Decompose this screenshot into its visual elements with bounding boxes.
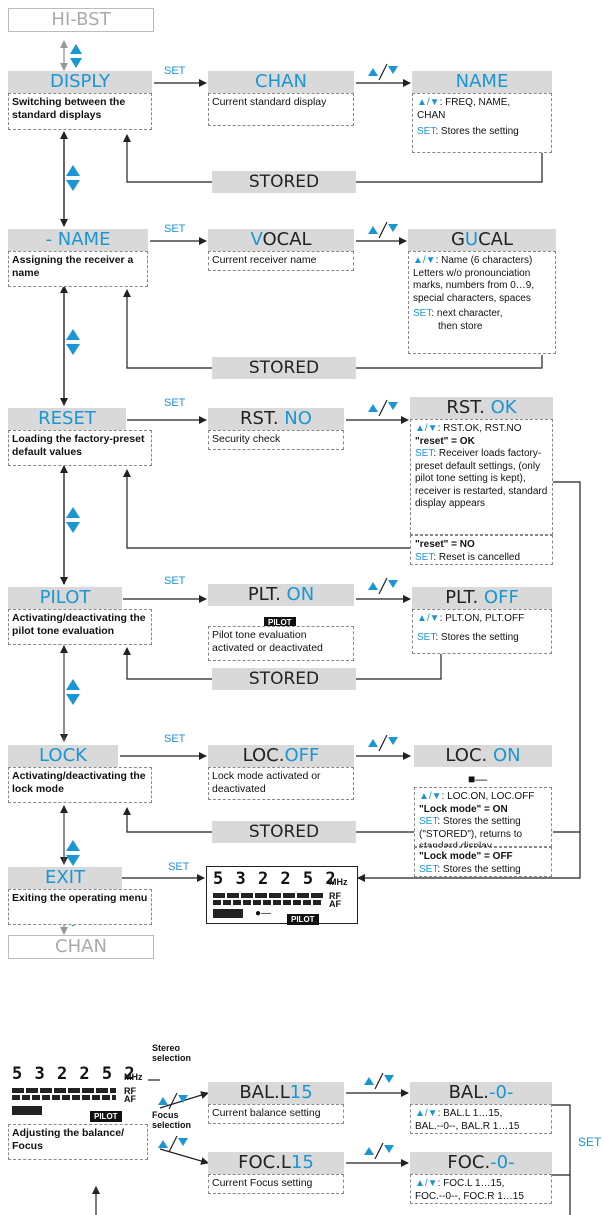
- exit-description: Exiting the operating menu: [8, 889, 152, 925]
- disply-description: Switching between the standard displays: [8, 93, 152, 130]
- pilot-description: Activating/deactivating the pilot tone e…: [8, 609, 152, 645]
- key-icon: ■—: [468, 772, 488, 786]
- lock-option-detail: ▲/▼: LOC.ON, LOC.OFF "Lock mode" = ON SE…: [414, 787, 552, 852]
- lock-off-detail: "Lock mode" = OFF SET: Stores the settin…: [414, 847, 552, 877]
- name-option-title: NAME: [412, 71, 552, 93]
- set-label: SET: [168, 861, 190, 873]
- af-bar: [213, 900, 323, 905]
- foc-option-title: FOC.-0-: [410, 1152, 552, 1174]
- set-label: SET: [164, 575, 186, 587]
- rst-no-title: RST. NO: [208, 408, 344, 430]
- chan-current-title: CHAN: [208, 71, 354, 93]
- pilot-option-detail: ▲/▼: PLT.ON, PLT.OFF SET: Stores the set…: [412, 609, 552, 654]
- up-down-icon: ▲/▼: [417, 97, 440, 108]
- hi-bst-state: HI-BST: [8, 8, 154, 32]
- lock-description: Activating/deactivating the lock mode: [8, 767, 152, 803]
- plt-on-title: PLT. ON: [208, 584, 354, 606]
- stored-pilot: STORED: [212, 668, 356, 690]
- plt-off-title: PLT. OFF: [412, 587, 552, 609]
- set-label-balance: SET: [578, 1135, 602, 1149]
- standard-display: 5 3 2 2 5 2 MHz RF AF ●— PILOT: [206, 866, 358, 925]
- stored-name: STORED: [212, 357, 356, 379]
- reset-description: Loading the factory-preset default value…: [8, 430, 152, 466]
- disply-option-detail: ▲/▼: FREQ, NAME, CHAN SET: Stores the se…: [412, 93, 552, 153]
- rf-bar: [213, 893, 323, 898]
- balance-description: Adjusting the balance/ Focus: [8, 1124, 148, 1160]
- chan-current-desc: Current standard display: [208, 93, 354, 126]
- balance-display: 5 3 2 2 5 2 MHz RF AF PILOT: [8, 1062, 148, 1122]
- reset-option-detail: ▲/▼: RST.OK, RST.NO "reset" = OK SET: Re…: [410, 419, 553, 535]
- menu-item-name[interactable]: - NAME: [8, 229, 148, 251]
- pilot-chip: PILOT: [264, 612, 296, 630]
- vocal-current-title: VOCAL: [208, 229, 354, 251]
- menu-item-pilot[interactable]: PILOT: [8, 587, 122, 609]
- set-label: SET: [164, 397, 186, 409]
- menu-item-exit[interactable]: EXIT: [8, 867, 122, 889]
- bal-option-title: BAL.-0-: [410, 1082, 552, 1104]
- plt-current-desc: Pilot tone evaluation activated or deact…: [208, 626, 354, 661]
- loc-off-title: LOC.OFF: [208, 745, 354, 767]
- name-option-detail: ▲/▼: Name (6 characters) Letters w/o pro…: [408, 251, 556, 354]
- vocal-current-desc: Current receiver name: [208, 251, 354, 271]
- bal-current-desc: Current balance setting: [208, 1104, 344, 1124]
- set-label: SET: [164, 223, 186, 235]
- name-description: Assigning the receiver a name: [8, 251, 148, 287]
- bal-current-title: BAL.L15: [208, 1082, 344, 1104]
- focus-selection-label: Focus selection: [152, 1110, 192, 1130]
- loc-current-desc: Lock mode activated or deactivated: [208, 767, 354, 800]
- chan-state: CHAN: [8, 935, 154, 959]
- stored-lock: STORED: [212, 821, 356, 843]
- set-label: SET: [164, 733, 186, 745]
- bal-option-detail: ▲/▼: BAL.L 1…15,BAL.--0--, BAL.R 1…15: [410, 1104, 552, 1134]
- set-label: SET: [164, 65, 186, 77]
- menu-item-disply[interactable]: DISPLY: [8, 71, 152, 93]
- loc-on-title: LOC. ON: [414, 745, 552, 767]
- foc-current-title: FOC.L15: [208, 1152, 344, 1174]
- stored-disply: STORED: [212, 171, 356, 193]
- gucal-option-title: GUCAL: [408, 229, 556, 251]
- key-icon: ●—: [255, 908, 272, 919]
- reset-no-detail: "reset" = NO SET: Reset is cancelled: [410, 535, 553, 565]
- menu-item-reset[interactable]: RESET: [8, 408, 126, 430]
- foc-current-desc: Current Focus setting: [208, 1174, 344, 1194]
- rst-ok-title: RST. OK: [410, 397, 553, 419]
- foc-option-detail: ▲/▼: FOC.L 1…15,FOC.--0--, FOC.R 1…15: [410, 1174, 552, 1204]
- rst-no-desc: Security check: [208, 430, 344, 450]
- battery-icon: [213, 909, 243, 918]
- stereo-selection-label: Stereo selection: [152, 1043, 192, 1063]
- menu-item-lock[interactable]: LOCK: [8, 745, 118, 767]
